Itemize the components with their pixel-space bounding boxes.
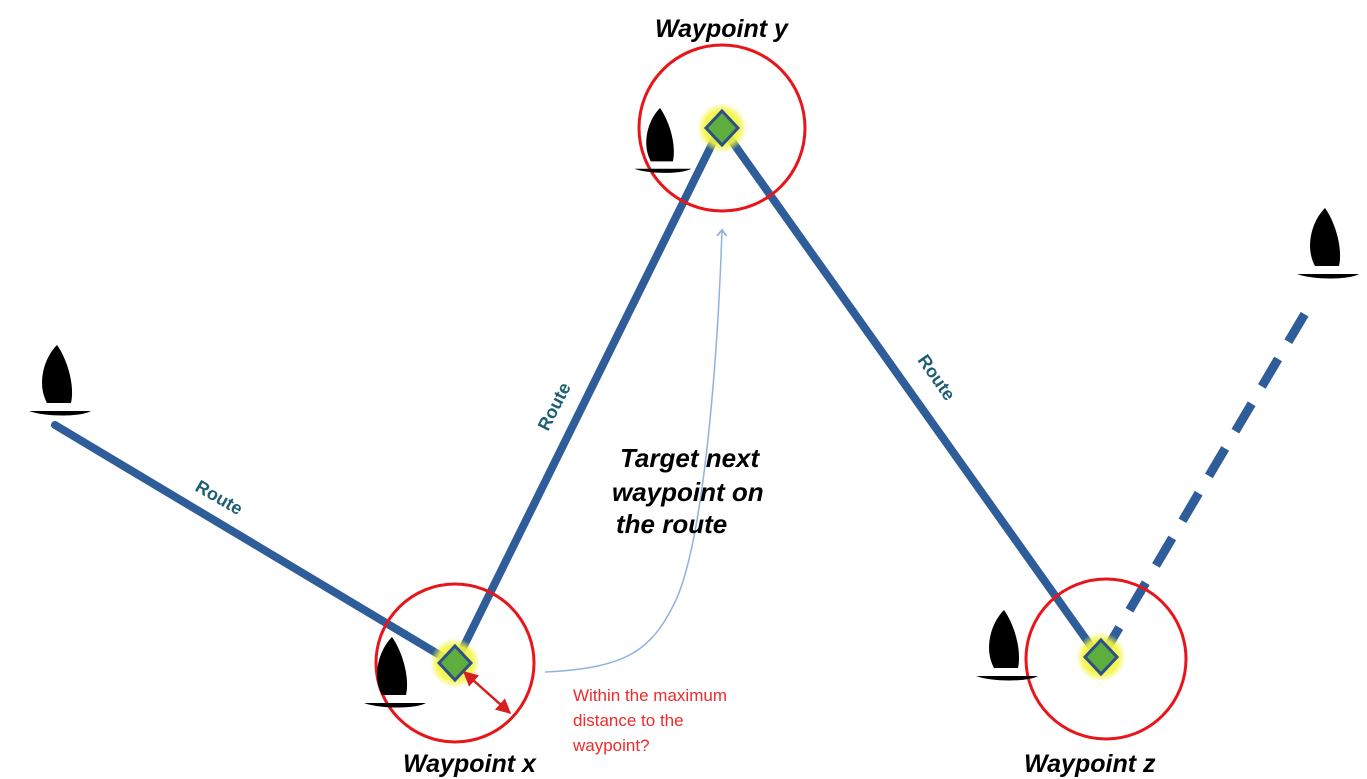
sailboat-icon [970, 610, 1040, 686]
route-label: Route [914, 351, 960, 404]
target-next-waypoint-text: Target next waypoint on the route [612, 443, 764, 539]
waypoint-zone-y [637, 43, 807, 213]
sailboat-icon [358, 637, 428, 713]
svg-text:waypoint?: waypoint? [572, 736, 650, 755]
waypoint-label-z: Waypoint z [1024, 750, 1156, 778]
svg-text:the route: the route [616, 509, 727, 539]
waypoint-label-x: Waypoint x [403, 750, 537, 778]
max-distance-question-text: Within the maximum distance to the waypo… [572, 686, 727, 755]
waypoint-zone-z [1024, 577, 1188, 741]
svg-text:waypoint on: waypoint on [612, 477, 764, 507]
waypoint-label-y: Waypoint y [655, 15, 789, 43]
sailboat-icon [1291, 208, 1361, 284]
route-line-dashed-z-onward [1099, 297, 1317, 658]
route-line-start-to-x [51, 421, 457, 667]
waypoint-marker-y [697, 103, 747, 153]
svg-text:distance to the: distance to the [573, 711, 684, 730]
waypoint-marker-z [1076, 632, 1126, 682]
sailboat-icon [23, 345, 93, 421]
svg-text:Target next: Target next [620, 443, 761, 473]
max-distance-arrow [462, 671, 512, 714]
route-line-y-to-z [720, 126, 1102, 660]
route-line-x-to-y [452, 124, 724, 666]
svg-text:Within the maximum: Within the maximum [573, 686, 727, 705]
target-next-arrow [544, 230, 722, 673]
waypoint-zone-x [374, 582, 536, 744]
